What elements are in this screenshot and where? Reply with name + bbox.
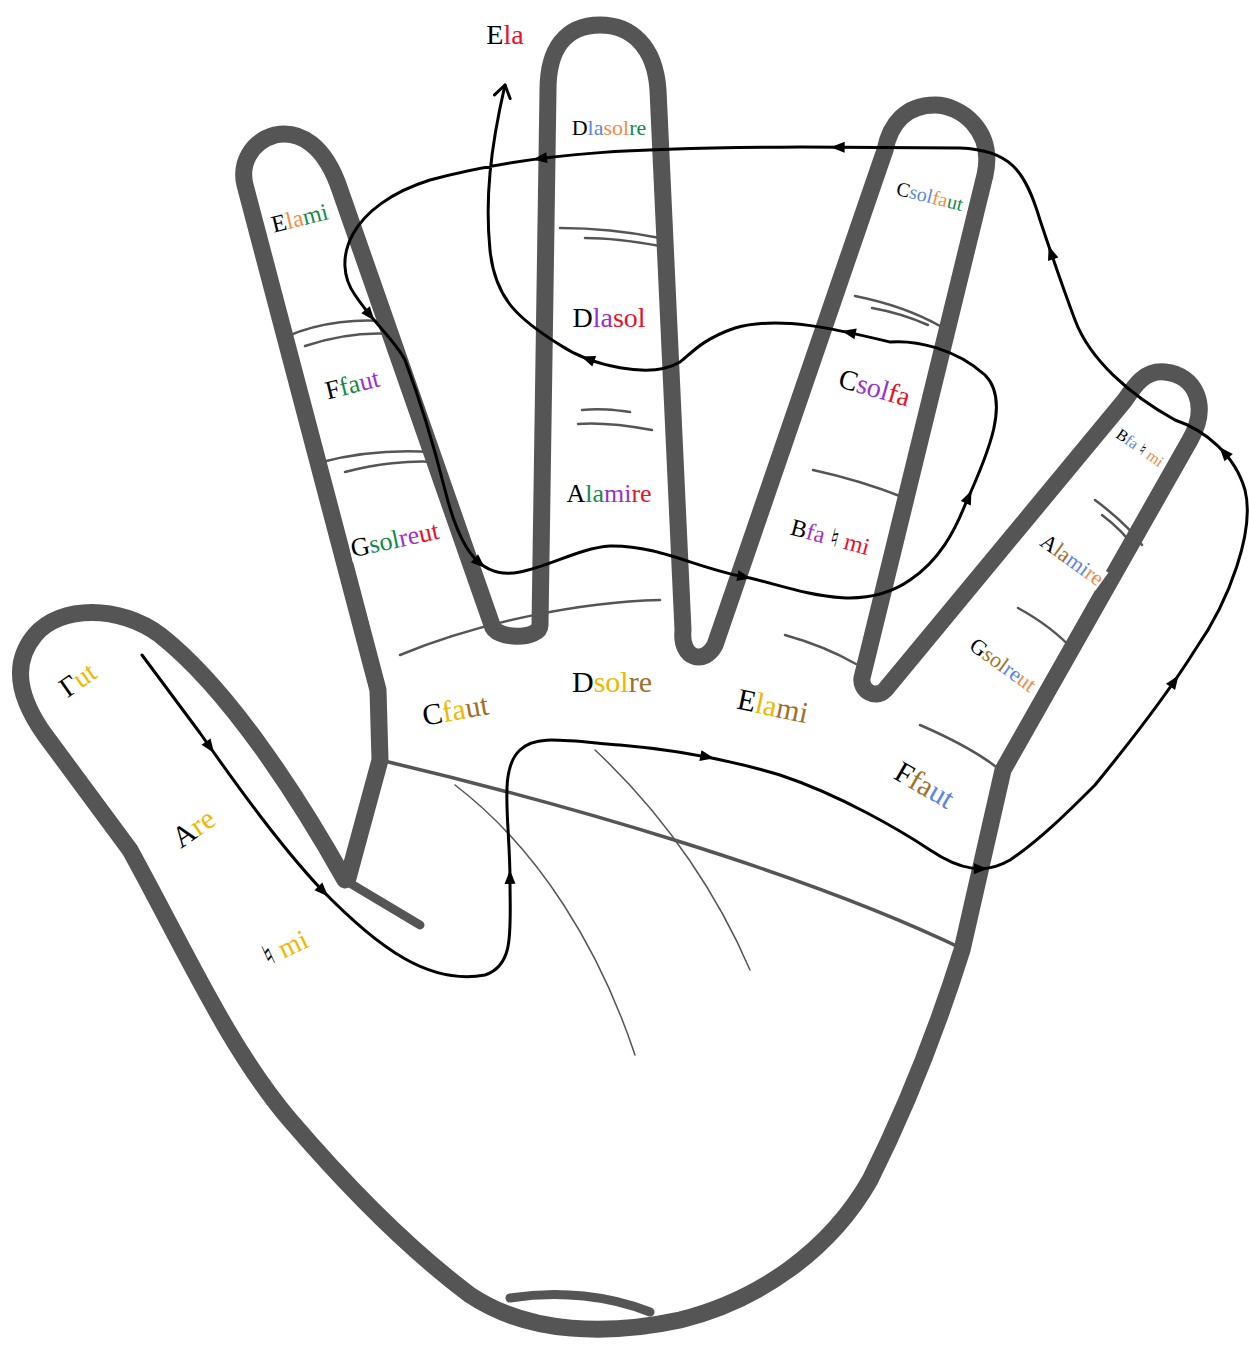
path-arrowhead [1215,444,1232,462]
path-arrowhead [1166,672,1183,690]
path-arrowhead [974,863,988,874]
path-arrowhead [699,750,715,763]
path-arrowhead [1043,244,1058,261]
finger-crease [855,296,940,326]
path-arrowhead [471,554,489,572]
finger-crease [560,228,660,238]
path-arrowhead [504,870,515,884]
path-arrowhead [831,142,845,153]
finger-crease [582,409,630,412]
palm-lines [288,228,1142,1055]
finger-crease [813,470,905,498]
finger-crease [920,725,1000,770]
finger-crease [585,238,660,246]
solmization-label: Alamire [565,481,652,507]
path-arrowhead [361,306,378,324]
palm-line [595,750,750,970]
finger-crease [1102,515,1136,550]
finger-crease [400,600,660,655]
finger-crease [578,423,652,430]
finger-crease [345,461,436,472]
palm-line [380,760,965,950]
thumb-crease [348,882,420,925]
finger-crease [872,308,928,325]
path-arrowhead [314,883,332,901]
path-arrowhead [579,351,596,366]
finger-crease [305,334,393,347]
finger-crease [1018,608,1075,652]
path-arrowhead [961,488,977,505]
wrist-fold [510,1294,650,1312]
path-arrowhead [736,570,752,583]
finger-crease [785,635,856,664]
palm-line [455,785,635,1055]
path-arrowhead [532,152,547,165]
path-arrowhead [202,738,219,756]
solmization-label: Dlasol [571,304,646,332]
solmization-label: Ela [485,21,524,49]
path-end-arrow [495,83,513,98]
hand-outline [21,25,1200,1329]
reading-path-line [142,85,1247,977]
path-arrowhead [841,326,857,340]
solmization-label: Dsolre [571,667,653,697]
finger-crease [1095,500,1142,545]
solmization-label: Dlasolre [571,117,648,139]
